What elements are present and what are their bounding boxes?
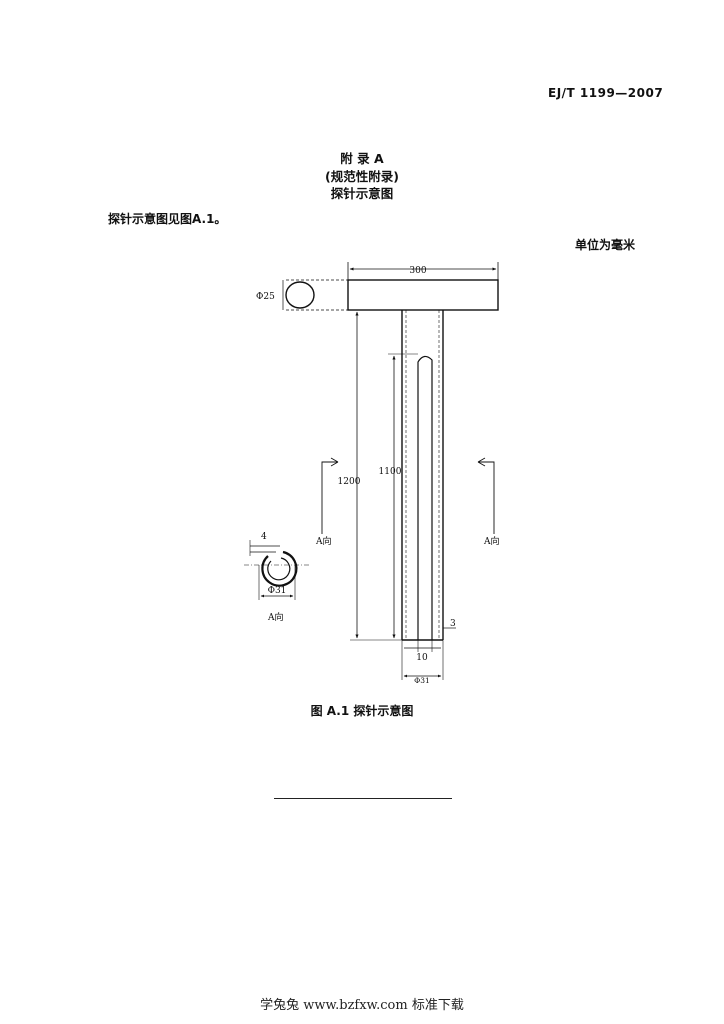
appendix-title: 附 录 A <box>340 151 384 166</box>
dim-label-1100: 1100 <box>379 467 402 477</box>
footer-watermark: 学兔兔 www.bzfxw.com 标准下载 <box>260 998 464 1013</box>
end-rule <box>274 798 452 799</box>
dim-label-1200: 1200 <box>338 477 361 487</box>
section-label: A向 <box>267 611 284 623</box>
section-inner <box>267 557 291 581</box>
appendix-type: (规范性附录) <box>325 169 399 184</box>
view-label-left: A向 <box>315 535 332 547</box>
figure-caption: 图 A.1 探针示意图 <box>310 704 414 718</box>
handle-bar <box>347 279 499 311</box>
dim-label-300: 300 <box>409 266 426 276</box>
section-outer <box>261 550 298 587</box>
dim-label-3: 3 <box>450 619 456 629</box>
probe-slot <box>417 355 433 640</box>
dim-label-tube-dia: Φ31 <box>414 676 430 685</box>
dim-label-10: 10 <box>416 653 428 663</box>
intro-text: 探针示意图见图A.1。 <box>108 212 227 226</box>
appendix-subject: 探针示意图 <box>330 186 394 201</box>
view-label-right: A向 <box>483 535 500 547</box>
section-dim-gap: 4 <box>261 532 267 542</box>
section-dim-dia: Φ31 <box>268 586 287 596</box>
unit-note: 单位为毫米 <box>575 238 636 252</box>
document-code: EJ/T 1199—2007 <box>548 86 664 100</box>
dim-label-handle-dia: Φ25 <box>256 292 275 302</box>
view-arrow-left <box>321 461 338 534</box>
handle-section <box>285 281 315 309</box>
view-arrow-right <box>478 461 495 534</box>
